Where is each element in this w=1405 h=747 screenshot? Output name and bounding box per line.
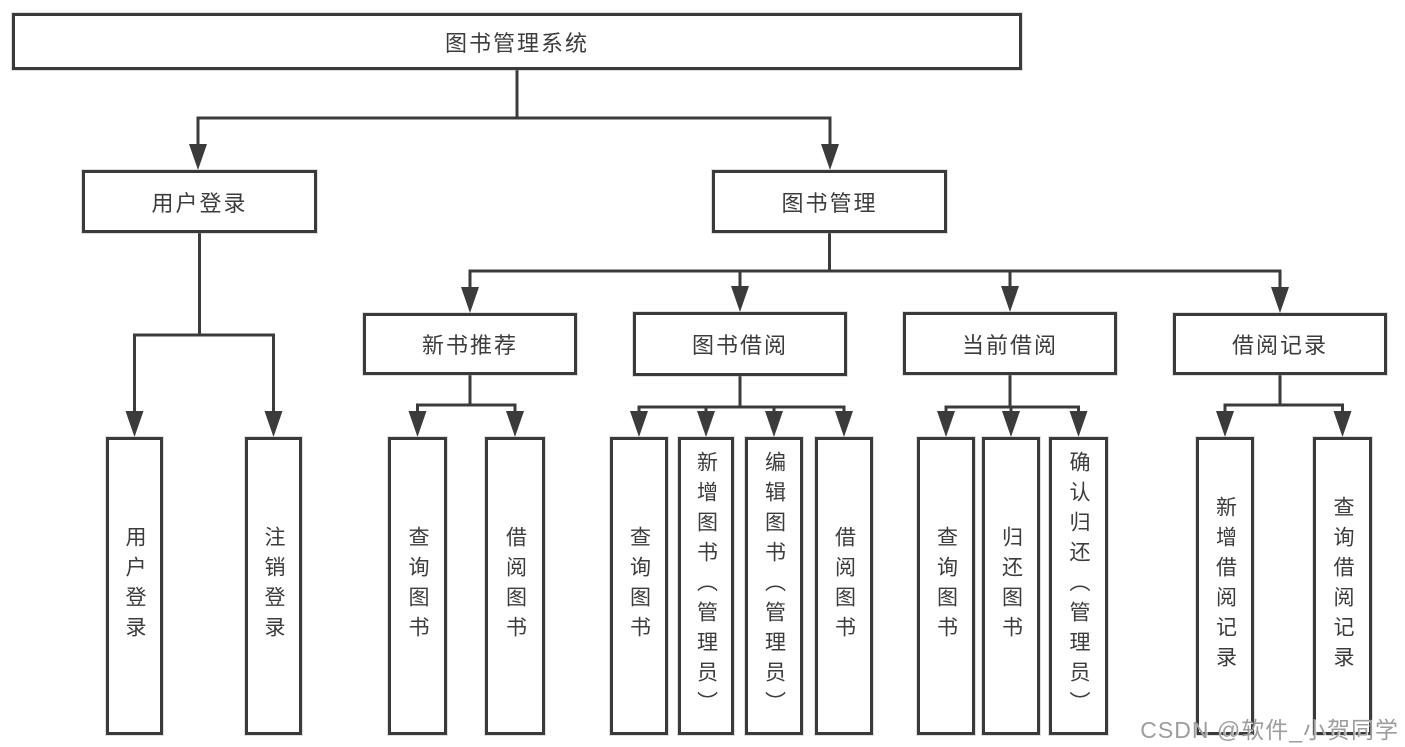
leaf-label: 用户登录 bbox=[123, 526, 146, 646]
leaf-logout: 注销登录 bbox=[245, 437, 302, 735]
leaf-label: 借阅图书 bbox=[832, 526, 856, 646]
leaf-label: 查询图书 bbox=[934, 526, 958, 646]
node-label: 图书管理系统 bbox=[444, 30, 589, 56]
leaf-label: 新增借阅记录 bbox=[1213, 496, 1237, 676]
node-label: 图书借阅 bbox=[691, 333, 788, 358]
leaf-query-books-recommend: 查询图书 bbox=[388, 437, 447, 735]
leaf-label: 新增图书（管理员） bbox=[694, 451, 718, 721]
node-book-borrowing: 图书借阅 bbox=[633, 312, 847, 376]
leaf-label: 查询图书 bbox=[627, 526, 651, 646]
csdn-watermark: CSDN @软件_小贺同学 bbox=[1140, 717, 1399, 743]
node-book-management: 图书管理 bbox=[712, 170, 947, 233]
leaf-query-borrow-record: 查询借阅记录 bbox=[1313, 437, 1372, 735]
leaf-label: 查询图书 bbox=[406, 526, 429, 646]
leaf-user-login: 用户登录 bbox=[106, 437, 163, 735]
arrowhead-group bbox=[125, 144, 1352, 437]
leaf-borrow-books: 借阅图书 bbox=[815, 437, 873, 735]
node-current-borrowing: 当前借阅 bbox=[903, 312, 1117, 375]
node-label: 借阅记录 bbox=[1231, 333, 1328, 358]
leaf-label: 确认归还（管理员） bbox=[1067, 451, 1090, 721]
leaf-borrow-books-recommend: 借阅图书 bbox=[485, 437, 545, 735]
node-label: 新书推荐 bbox=[421, 333, 518, 358]
leaf-label: 注销登录 bbox=[262, 526, 285, 646]
leaf-label: 编辑图书（管理员） bbox=[762, 451, 786, 721]
leaf-edit-book-admin: 编辑图书（管理员） bbox=[745, 437, 803, 735]
node-new-book-recommendation: 新书推荐 bbox=[363, 313, 577, 375]
leaf-label: 查询借阅记录 bbox=[1331, 496, 1354, 676]
leaf-query-books-borrow: 查询图书 bbox=[610, 437, 668, 735]
leaf-add-borrow-record: 新增借阅记录 bbox=[1196, 437, 1254, 735]
node-user-login: 用户登录 bbox=[82, 170, 317, 233]
leaf-query-books-current: 查询图书 bbox=[917, 437, 975, 735]
node-library-management-system: 图书管理系统 bbox=[12, 13, 1022, 70]
node-label: 当前借阅 bbox=[961, 332, 1058, 358]
node-label: 用户登录 bbox=[151, 190, 248, 216]
leaf-label: 借阅图书 bbox=[503, 526, 527, 646]
leaf-confirm-return-admin: 确认归还（管理员） bbox=[1049, 437, 1108, 735]
leaf-label: 归还图书 bbox=[999, 526, 1023, 646]
node-label: 图书管理 bbox=[781, 190, 878, 216]
leaf-return-book: 归还图书 bbox=[982, 437, 1040, 735]
leaf-add-book-admin: 新增图书（管理员） bbox=[678, 437, 734, 735]
node-borrowing-records: 借阅记录 bbox=[1173, 313, 1387, 375]
